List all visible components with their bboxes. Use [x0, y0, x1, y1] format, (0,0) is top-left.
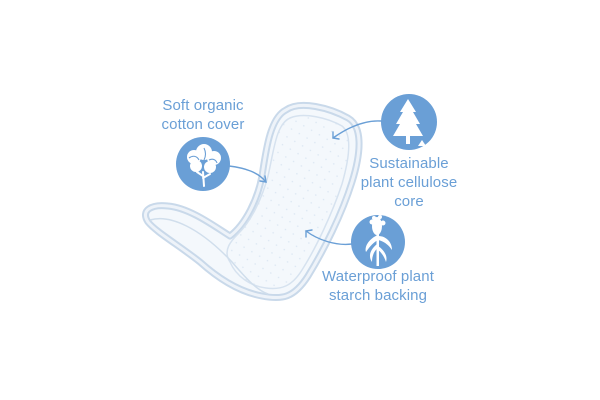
cover-label: Soft organic cotton cover — [143, 96, 263, 134]
cotton-boll-icon — [176, 137, 230, 191]
callout-arrows — [228, 120, 382, 246]
backing-arrow — [305, 230, 353, 246]
backing-label-line-1: Waterproof plant — [322, 268, 434, 285]
backing-arrowhead — [305, 229, 313, 238]
backing-label-line-2: starch backing — [328, 287, 428, 304]
cover-arrow — [228, 165, 267, 183]
core-arrowhead — [332, 131, 340, 140]
core-label-line-2: plant cellulose — [360, 174, 458, 191]
backing-label: Waterproof plant starch backing — [308, 267, 448, 305]
core-label: Sustainable plant cellulose core — [344, 154, 474, 211]
cover-arrowhead — [259, 175, 267, 183]
cover-label-line-2: cotton cover — [161, 116, 245, 133]
core-label-line-3: core — [394, 193, 424, 210]
pad-illustration — [142, 101, 363, 302]
corn-plant-icon — [351, 215, 405, 269]
core-arrow — [332, 120, 382, 139]
core-label-line-1: Sustainable — [369, 155, 449, 172]
pine-tree-icon — [381, 94, 437, 150]
cover-label-line-1: Soft organic — [162, 97, 244, 114]
